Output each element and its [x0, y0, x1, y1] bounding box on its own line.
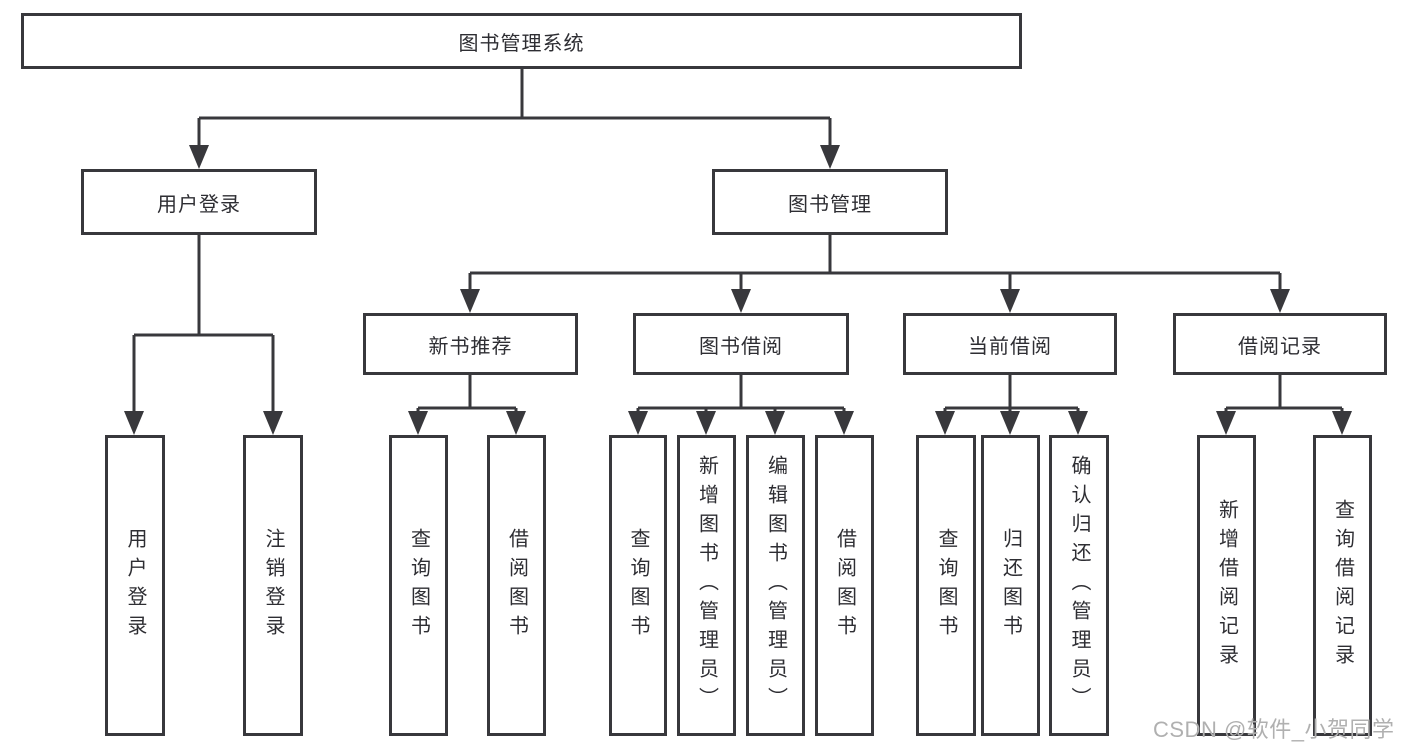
- arrowhead-icon: [696, 411, 716, 435]
- arrowhead-icon: [628, 411, 648, 435]
- connector-path-book-management: [468, 235, 1282, 295]
- diagram-node-leaf-edit-book: 编辑图书（管理员）: [746, 435, 805, 736]
- diagram-node-leaf-user-login: 用户登录: [105, 435, 165, 736]
- arrowhead-icon: [1332, 411, 1352, 435]
- diagram-node-leaf-add-record: 新增借阅记录: [1197, 435, 1256, 736]
- arrowhead-icon: [1270, 289, 1290, 313]
- diagram-node-leaf-logout: 注销登录: [243, 435, 303, 736]
- connector-path-book-borrow: [636, 375, 846, 417]
- diagram-node-leaf-query-book-1: 查询图书: [389, 435, 448, 736]
- diagram-node-root: 图书管理系统: [21, 13, 1022, 69]
- arrowhead-icon: [460, 289, 480, 313]
- arrowhead-icon: [1000, 411, 1020, 435]
- diagram-node-leaf-return-book: 归还图书: [981, 435, 1040, 736]
- arrowhead-icon: [834, 411, 854, 435]
- diagram-node-leaf-borrow-book-1: 借阅图书: [487, 435, 546, 736]
- arrowhead-icon: [1216, 411, 1236, 435]
- arrowhead-icon: [189, 145, 209, 169]
- arrowhead-icon: [408, 411, 428, 435]
- arrowhead-icon: [506, 411, 526, 435]
- connector-path-borrow-record: [1224, 375, 1344, 417]
- diagram-node-book-borrow: 图书借阅: [633, 313, 849, 375]
- arrowhead-icon: [263, 411, 283, 435]
- diagram-node-leaf-confirm-return: 确认归还（管理员）: [1049, 435, 1109, 736]
- diagram-node-borrow-record: 借阅记录: [1173, 313, 1387, 375]
- arrowhead-icon: [731, 289, 751, 313]
- diagram-node-book-management: 图书管理: [712, 169, 948, 235]
- connector-path-current-borrow: [943, 375, 1080, 417]
- diagram-node-leaf-query-book-2: 查询图书: [609, 435, 667, 736]
- diagram-node-leaf-borrow-book-2: 借阅图书: [815, 435, 874, 736]
- arrowhead-icon: [124, 411, 144, 435]
- arrowhead-icon: [820, 145, 840, 169]
- connector-path-new-book-recommend: [416, 375, 518, 417]
- arrowhead-icon: [1068, 411, 1088, 435]
- watermark: CSDN @软件_小贺同学: [1153, 717, 1395, 742]
- diagram-node-user-login-branch: 用户登录: [81, 169, 317, 235]
- diagram-node-current-borrow: 当前借阅: [903, 313, 1117, 375]
- diagram-node-new-book-recommend: 新书推荐: [363, 313, 578, 375]
- diagram-node-leaf-query-book-3: 查询图书: [916, 435, 976, 736]
- arrowhead-icon: [1000, 289, 1020, 313]
- arrowhead-icon: [765, 411, 785, 435]
- diagram-node-leaf-add-book: 新增图书（管理员）: [677, 435, 736, 736]
- connector-path-root: [197, 69, 832, 151]
- arrowhead-icon: [935, 411, 955, 435]
- connector-path-user-login-branch: [132, 235, 275, 417]
- diagram-node-leaf-query-record: 查询借阅记录: [1313, 435, 1372, 736]
